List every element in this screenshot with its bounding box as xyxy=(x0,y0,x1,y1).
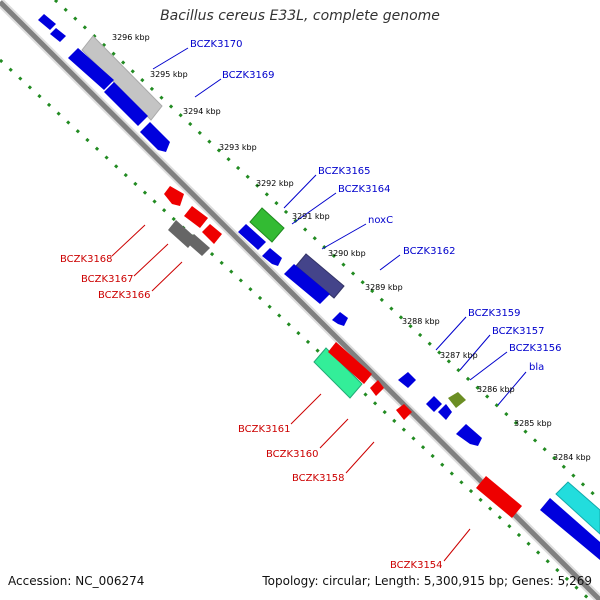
gene-label[interactable]: BCZK3159 xyxy=(468,308,521,319)
gene-label[interactable]: BCZK3160 xyxy=(266,449,319,460)
gene-feature[interactable] xyxy=(38,14,56,30)
map-title: Bacillus cereus E33L, complete genome xyxy=(160,8,440,24)
gene-feature-BCZK3157[interactable] xyxy=(426,396,442,412)
kbp-label: 3293 kbp xyxy=(219,143,257,152)
gene-feature[interactable] xyxy=(540,498,600,560)
gene-feature-BCZK3161[interactable] xyxy=(313,347,363,399)
kbp-label: 3295 kbp xyxy=(150,70,188,79)
reverse-gene-labels: BCZK3168 BCZK3167 BCZK3166 BCZK3161 BCZK… xyxy=(60,254,443,571)
gene-label[interactable]: BCZK3162 xyxy=(403,246,456,257)
kbp-label: 3292 kbp xyxy=(256,179,294,188)
gene-feature[interactable] xyxy=(68,48,114,90)
gene-label[interactable]: BCZK3158 xyxy=(292,473,345,484)
gene-label[interactable]: bla xyxy=(529,362,544,373)
gene-label[interactable]: BCZK3168 xyxy=(60,254,113,265)
gene-feature-BCZK3159[interactable] xyxy=(398,372,416,388)
topology-text: Topology: circular; Length: 5,300,915 bp… xyxy=(262,574,592,588)
gene-feature-BCZK3167[interactable] xyxy=(184,206,208,228)
kbp-label: 3290 kbp xyxy=(328,249,366,258)
gene-feature-BCZK3158[interactable] xyxy=(396,404,412,420)
gene-feature-BCZK3169[interactable] xyxy=(104,82,148,126)
gene-feature[interactable] xyxy=(50,28,66,42)
gene-label[interactable]: BCZK3157 xyxy=(492,326,545,337)
kbp-label: 3287 kbp xyxy=(440,351,478,360)
gene-feature[interactable] xyxy=(555,481,600,535)
gene-feature[interactable] xyxy=(262,248,282,266)
gene-label[interactable]: BCZK3166 xyxy=(98,290,151,301)
kbp-label: 3291 kbp xyxy=(292,212,330,221)
gene-feature-BCZK3156[interactable] xyxy=(448,392,466,408)
kbp-label: 3285 kbp xyxy=(514,419,552,428)
gene-label[interactable]: BCZK3170 xyxy=(190,39,243,50)
gene-label[interactable]: BCZK3154 xyxy=(390,560,443,571)
gene-label[interactable]: BCZK3156 xyxy=(509,343,562,354)
forward-gene-labels: BCZK3170 BCZK3169 BCZK3165 BCZK3164 noxC… xyxy=(190,39,562,373)
gene-feature-BCZK3154[interactable] xyxy=(476,476,522,518)
gene-label[interactable]: BCZK3169 xyxy=(222,70,275,81)
kbp-labels: 3296 kbp 3295 kbp 3294 kbp 3293 kbp 3292… xyxy=(112,33,591,462)
gene-feature[interactable] xyxy=(370,380,384,396)
gene-feature-BCZK3166[interactable] xyxy=(202,224,222,244)
kbp-label: 3289 kbp xyxy=(365,283,403,292)
gene-feature[interactable] xyxy=(332,312,348,326)
kbp-label: 3284 kbp xyxy=(553,453,591,462)
kbp-label: 3296 kbp xyxy=(112,33,150,42)
callout-lines xyxy=(111,47,527,562)
gene-label[interactable]: BCZK3161 xyxy=(238,424,291,435)
gene-feature[interactable] xyxy=(438,404,452,420)
gene-feature[interactable] xyxy=(186,234,210,256)
reverse-strand-features xyxy=(164,186,522,518)
gene-label[interactable]: noxC xyxy=(368,215,393,226)
gene-feature-BCZK3168[interactable] xyxy=(164,186,184,206)
gene-feature[interactable] xyxy=(238,224,266,250)
gene-feature-BCZK3160[interactable] xyxy=(328,342,372,384)
accession-text: Accession: NC_006274 xyxy=(8,574,145,588)
gene-feature-BCZK3165[interactable] xyxy=(249,207,285,243)
forward-strand-features xyxy=(38,14,600,560)
gene-feature[interactable] xyxy=(140,122,170,152)
gene-label[interactable]: BCZK3167 xyxy=(81,274,134,285)
gene-label[interactable]: BCZK3165 xyxy=(318,166,371,177)
gene-feature-BCZK3162[interactable] xyxy=(284,264,330,304)
gene-feature-bla[interactable] xyxy=(456,424,482,446)
gene-label[interactable]: BCZK3164 xyxy=(338,184,391,195)
kbp-label: 3286 kbp xyxy=(477,385,515,394)
kbp-label: 3294 kbp xyxy=(183,107,221,116)
kbp-label: 3288 kbp xyxy=(402,317,440,326)
